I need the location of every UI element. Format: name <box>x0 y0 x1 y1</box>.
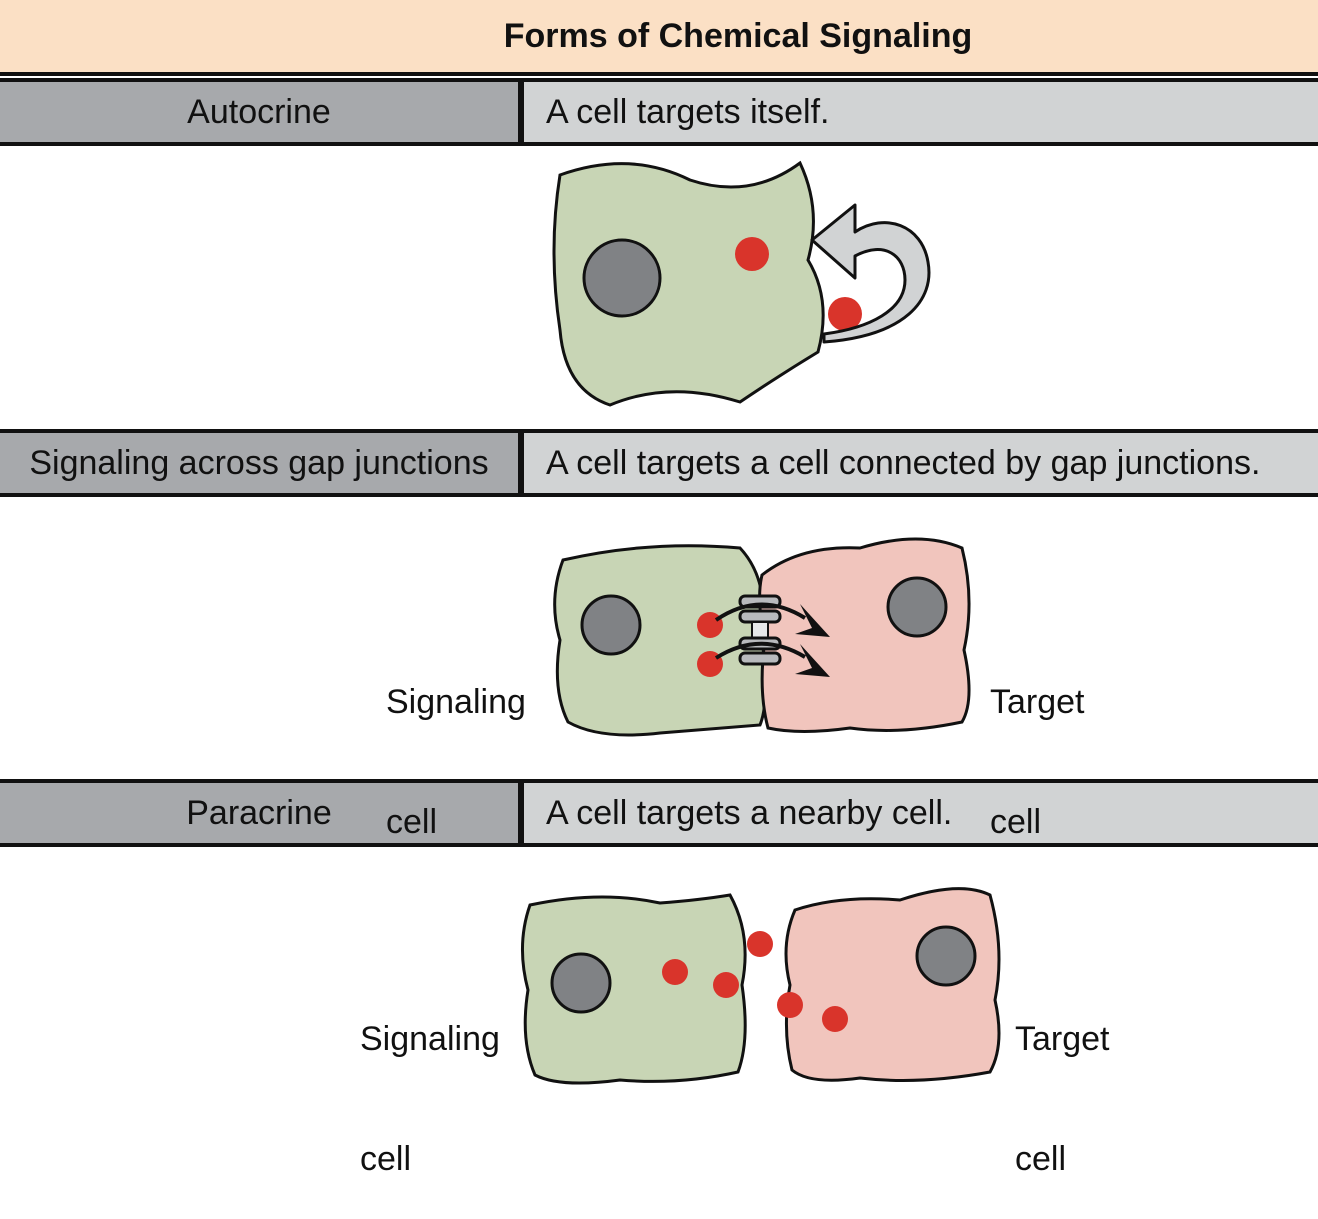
paracrine-target-cell <box>784 887 1001 1082</box>
paracrine-illustration <box>521 887 1001 1085</box>
gap-target-cell-label: Target cell <box>990 683 1085 841</box>
autocrine-signal-molecule-outside <box>828 297 862 331</box>
autocrine-return-arrow-icon <box>810 203 931 344</box>
autocrine-signaling-cell <box>552 160 825 407</box>
gap-transfer-arrow-icon <box>714 641 807 660</box>
paracrine-signal-molecule <box>662 959 688 985</box>
paracrine-signaling-nucleus <box>550 952 612 1014</box>
autocrine-illustration <box>552 160 931 407</box>
gap-signaling-cell <box>553 544 768 737</box>
gap-transfer-arrow-icon <box>714 602 807 622</box>
paracrine-signaling-cell-label: Signaling cell <box>360 1020 500 1178</box>
gap-target-nucleus <box>886 576 948 638</box>
row-header-gap-junctions: Signaling across gap junctions A cell ta… <box>0 429 1318 497</box>
gap-transfer-arrowhead-icon <box>795 604 830 637</box>
row-header-paracrine: Paracrine A cell targets a nearby cell. <box>0 779 1318 847</box>
diagram-title-bar: Forms of Chemical Signaling <box>0 0 1318 76</box>
gap-signaling-cell-label: Signaling cell <box>386 683 526 841</box>
row-description-paracrine: A cell targets a nearby cell. <box>524 783 1318 843</box>
row-name-paracrine: Paracrine <box>0 783 524 843</box>
gap-transfer-arrowhead-icon <box>795 644 830 677</box>
row-name-gap-junctions: Signaling across gap junctions <box>0 433 524 493</box>
row-name-autocrine: Autocrine <box>0 82 524 142</box>
row-header-autocrine: Autocrine A cell targets itself. <box>0 78 1318 146</box>
autocrine-signal-molecule-inside <box>735 237 769 271</box>
paracrine-signal-molecule <box>713 972 739 998</box>
gap-target-cell <box>758 537 971 733</box>
gap-signaling-nucleus <box>580 594 642 656</box>
gap-junction-illustration <box>553 537 971 737</box>
paracrine-target-cell-label: Target cell <box>1015 1020 1110 1178</box>
paracrine-target-nucleus <box>915 925 977 987</box>
paracrine-signaling-cell <box>521 893 747 1085</box>
row-description-autocrine: A cell targets itself. <box>524 82 1318 142</box>
row-description-gap-junctions: A cell targets a cell connected by gap j… <box>524 433 1318 493</box>
paracrine-signal-molecule <box>822 1006 848 1032</box>
paracrine-signal-molecule <box>747 931 773 957</box>
signaling-illustrations <box>521 160 1001 1085</box>
diagram-title: Forms of Chemical Signaling <box>503 16 973 55</box>
autocrine-nucleus <box>582 238 662 318</box>
paracrine-signal-molecule <box>777 992 803 1018</box>
